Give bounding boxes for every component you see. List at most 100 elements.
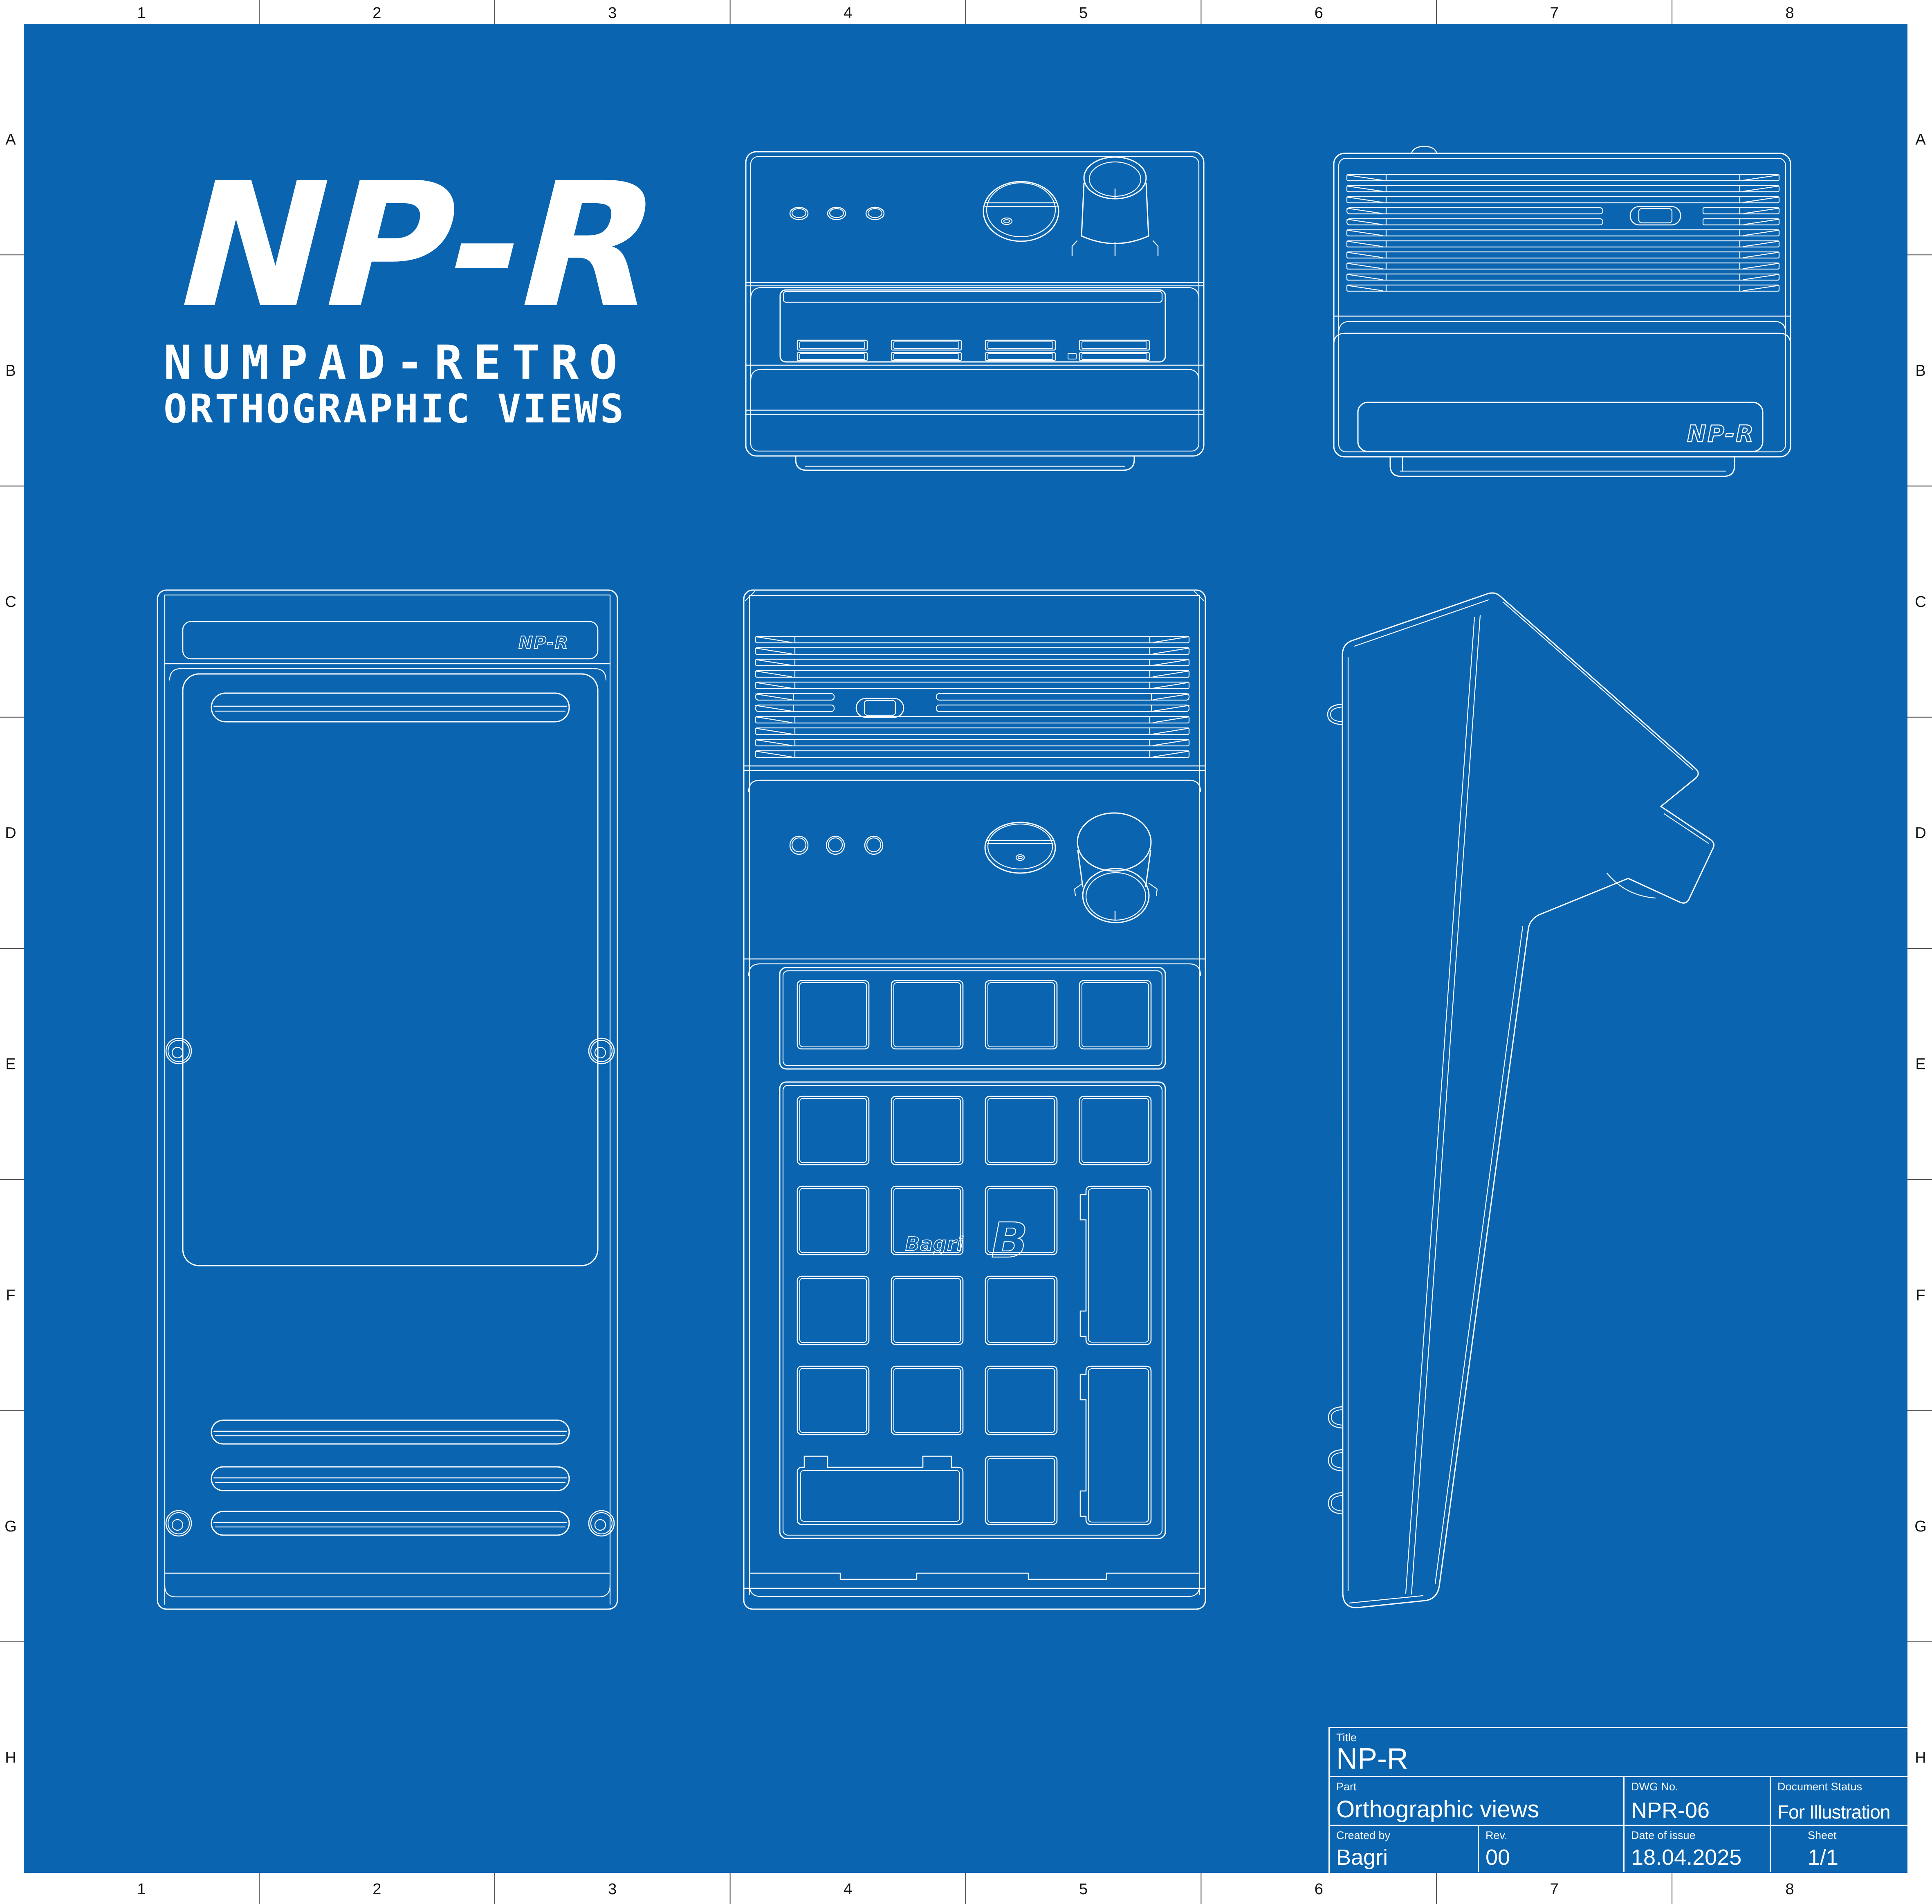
grid-column-label: 2 bbox=[372, 4, 381, 22]
grid-row-label: E bbox=[5, 1056, 16, 1073]
connector-block bbox=[797, 339, 868, 361]
zero-key bbox=[797, 1455, 964, 1525]
grid-row-label: C bbox=[1915, 593, 1926, 611]
grid-column-label: 3 bbox=[608, 1881, 617, 1898]
device-outline bbox=[157, 589, 618, 1610]
function-key bbox=[1079, 980, 1152, 1050]
grid-row-label: B bbox=[5, 362, 16, 379]
dome-knob bbox=[984, 822, 1056, 874]
led-indicator bbox=[826, 835, 845, 855]
grid-row-label: G bbox=[4, 1518, 17, 1535]
side-profile bbox=[1342, 592, 1714, 1608]
groove-slot bbox=[211, 692, 570, 723]
device-foot bbox=[1389, 456, 1735, 477]
port-bump bbox=[1328, 1492, 1343, 1515]
rotary-knob bbox=[1071, 156, 1159, 256]
grid-row-label: H bbox=[5, 1749, 16, 1766]
led-indicator bbox=[827, 207, 846, 220]
key-logo-glyph: B bbox=[991, 1212, 1028, 1269]
grid-column-label: 1 bbox=[137, 1881, 146, 1898]
knob-wing bbox=[1148, 882, 1158, 896]
function-key bbox=[891, 980, 964, 1050]
view-back-orthographic bbox=[1333, 146, 1791, 477]
numpad-key bbox=[891, 1365, 964, 1435]
bottom-view-brand-badge: NP-R bbox=[518, 633, 569, 653]
vent-slat bbox=[755, 647, 1190, 655]
sheet-label: Sheet bbox=[1808, 1829, 1837, 1841]
title-block-row-title: Title NP-R bbox=[1330, 1728, 1907, 1776]
vent-slat bbox=[755, 658, 1190, 667]
status-leds bbox=[789, 207, 885, 220]
grid-column-label: 1 bbox=[137, 4, 146, 22]
vent-slat bbox=[1346, 273, 1780, 281]
function-key bbox=[797, 980, 870, 1050]
date-value: 18.04.2025 bbox=[1631, 1845, 1742, 1870]
grid-row-label: C bbox=[5, 593, 16, 611]
grid-column-label: 7 bbox=[1550, 1881, 1559, 1898]
vent-slat bbox=[755, 739, 1190, 747]
vent-slat bbox=[936, 704, 1190, 712]
logo-view-type: ORTHOGRAPHIC VIEWS bbox=[164, 386, 626, 432]
plus-key bbox=[1079, 1186, 1152, 1345]
rotary-knob bbox=[1074, 812, 1158, 923]
grid-column-label: 2 bbox=[372, 1881, 381, 1898]
key-brand-text: Bagri bbox=[905, 1233, 964, 1255]
port-bump bbox=[1327, 703, 1343, 725]
brand-plate bbox=[1357, 402, 1764, 452]
grid-row-label: F bbox=[1916, 1287, 1925, 1304]
grid-row-label: A bbox=[5, 131, 16, 148]
io-recess bbox=[779, 289, 1166, 363]
status-label: Document Status bbox=[1777, 1781, 1862, 1793]
dome-knob bbox=[983, 181, 1059, 242]
numpad-key bbox=[797, 1186, 870, 1255]
top-bump bbox=[1411, 146, 1438, 154]
vent-grille bbox=[755, 635, 1190, 758]
created-by-value: Bagri bbox=[1336, 1845, 1388, 1870]
vent-slat bbox=[1346, 185, 1780, 193]
grid-row-label: D bbox=[5, 824, 16, 842]
view-side-orthographic bbox=[1327, 592, 1714, 1608]
grid-column-label: 3 bbox=[608, 4, 617, 22]
device-outline bbox=[743, 589, 1206, 1610]
sheet-cell: Sheet 1/1 bbox=[1770, 1826, 1907, 1872]
led-indicator bbox=[865, 207, 885, 220]
vent-slat bbox=[1346, 240, 1780, 248]
vent-slat bbox=[755, 693, 835, 701]
part-label: Part bbox=[1336, 1781, 1357, 1793]
knob-tab bbox=[1606, 813, 1709, 899]
port-bumps bbox=[1327, 703, 1343, 1515]
view-front-orthographic bbox=[743, 589, 1206, 1610]
title-block-row-part: Part Orthographic views DWG No. NPR-06 D… bbox=[1330, 1776, 1907, 1825]
numpad-key bbox=[985, 1186, 1058, 1255]
numpad-key bbox=[985, 1455, 1058, 1525]
title-value: NP-R bbox=[1336, 1742, 1408, 1775]
screw bbox=[588, 1510, 615, 1537]
numpad-key bbox=[1079, 1096, 1152, 1165]
io-cutout bbox=[855, 698, 904, 718]
screw bbox=[165, 1037, 192, 1064]
knob-tick bbox=[1152, 240, 1159, 256]
vent-slat bbox=[755, 670, 1190, 678]
status-cell: Document Status For Illustration bbox=[1770, 1777, 1907, 1825]
connector-block bbox=[1079, 339, 1150, 361]
grid-column-label: 5 bbox=[1079, 1881, 1088, 1898]
bottom-plate bbox=[182, 673, 599, 1266]
status-leds bbox=[789, 835, 884, 855]
numpad-key bbox=[891, 1186, 964, 1255]
grid-column-label: 6 bbox=[1315, 1881, 1323, 1898]
device-outline bbox=[1333, 153, 1791, 458]
led-indicator bbox=[864, 835, 884, 855]
numpad-key bbox=[797, 1365, 870, 1435]
screw bbox=[165, 1510, 192, 1537]
io-cutout bbox=[1629, 206, 1681, 226]
vent-slat bbox=[1346, 251, 1780, 259]
led-indicator bbox=[789, 835, 809, 855]
enter-key bbox=[1079, 1365, 1152, 1525]
view-bottom-orthographic bbox=[157, 589, 618, 1610]
port-bump bbox=[1328, 1449, 1343, 1472]
title-block-row-meta: Created by Bagri Rev. 00 Date of issue 1… bbox=[1330, 1825, 1907, 1872]
grid-row-label: A bbox=[1915, 131, 1926, 148]
created-by-cell: Created by Bagri bbox=[1330, 1826, 1478, 1872]
